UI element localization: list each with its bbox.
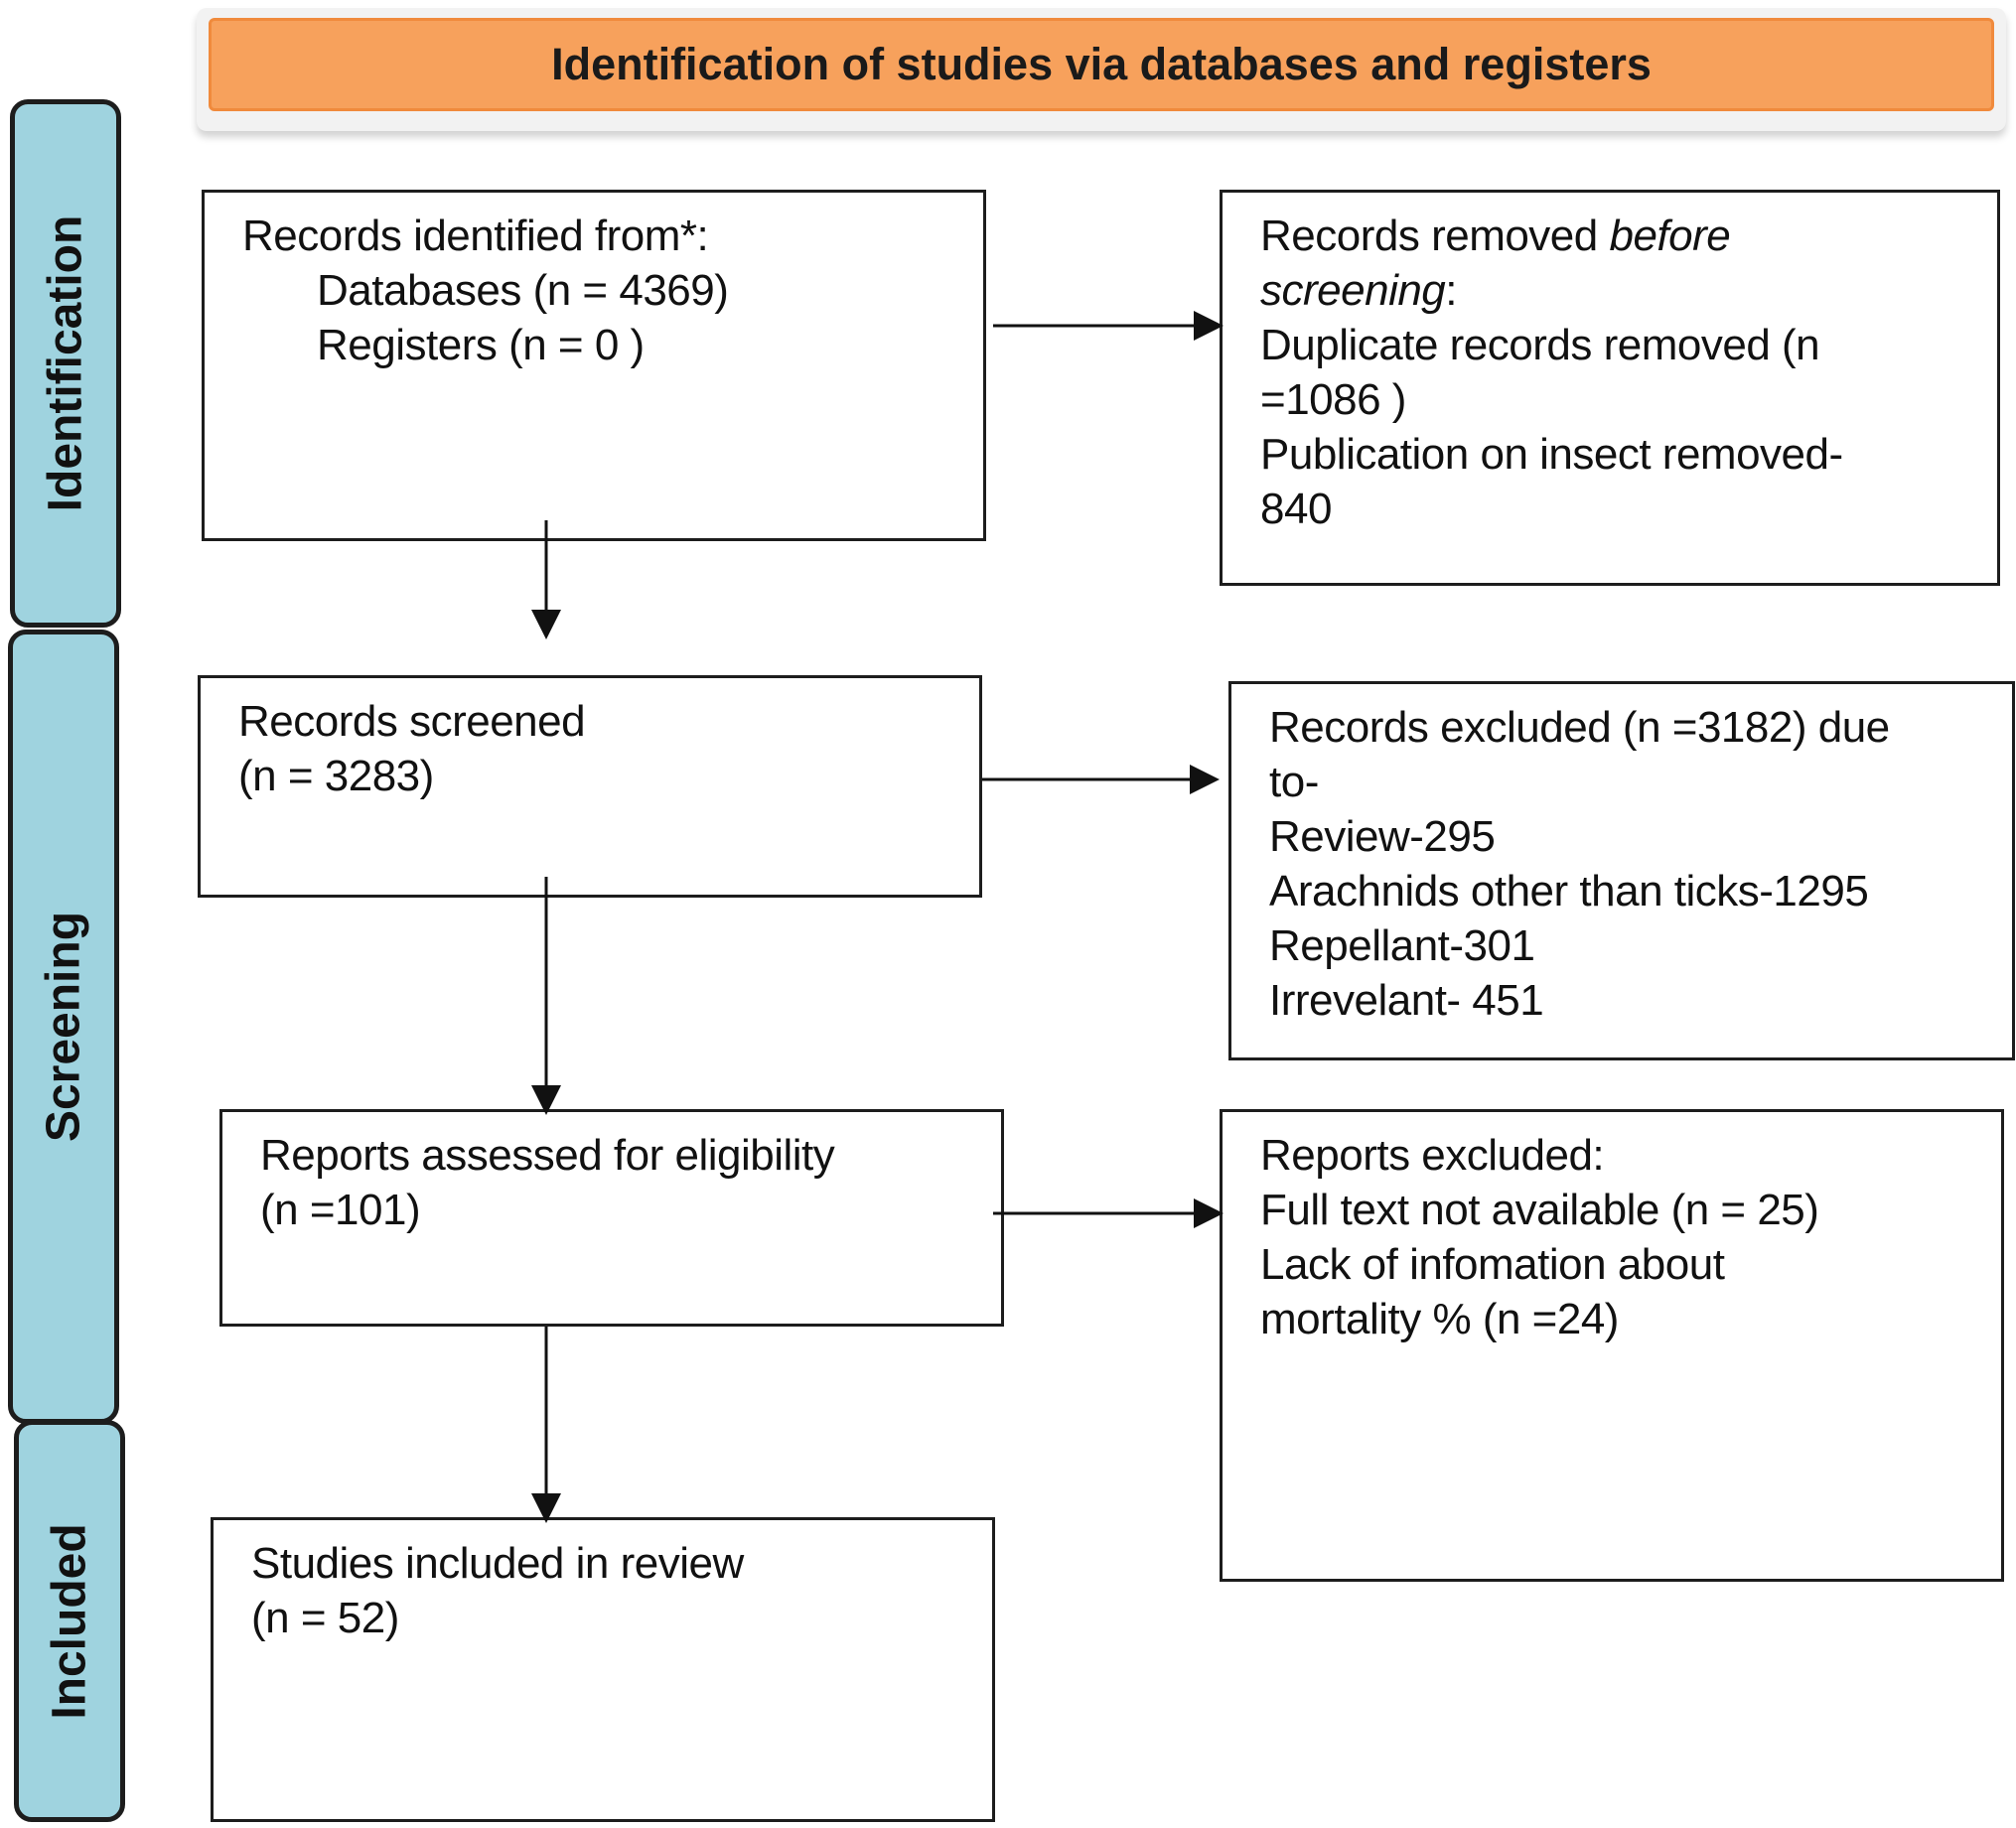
records-removed-subheading: screening:: [1260, 263, 1959, 318]
reports-excluded-lack-info: Lack of infomation about: [1260, 1240, 1725, 1289]
records-screened-box: Records screened (n = 3283): [198, 675, 982, 898]
reports-excluded-mortality: mortality % (n =24): [1260, 1295, 1619, 1343]
records-identified-registers: Registers (n = 0 ): [317, 321, 645, 369]
studies-included-box: Studies included in review (n = 52): [211, 1517, 995, 1822]
records-removed-heading-text: Records removed: [1260, 211, 1610, 260]
records-removed-heading-before: before: [1609, 211, 1731, 260]
records-removed-duplicates: Duplicate records removed (n: [1260, 321, 1820, 369]
records-removed-insect: Publication on insect removed-: [1260, 430, 1843, 479]
records-excluded-arachnids: Arachnids other than ticks-1295: [1269, 867, 1869, 915]
header-banner: Identification of studies via databases …: [197, 8, 2006, 131]
reports-excluded-full-text: Full text not available (n = 25): [1260, 1186, 1819, 1234]
stage-screening: Screening: [8, 630, 119, 1424]
records-screened-count: (n = 3283): [238, 752, 434, 800]
stage-included: Included: [14, 1420, 125, 1822]
records-excluded-irrelevant: Irrevelant- 451: [1269, 976, 1544, 1025]
records-removed-screening: screening: [1260, 266, 1446, 315]
records-identified-heading: Records identified from*:: [242, 211, 709, 260]
reports-excluded-box: Reports excluded: Full text not availabl…: [1220, 1109, 2004, 1582]
records-removed-box: Records removed before screening: Duplic…: [1220, 190, 2000, 586]
header-title: Identification of studies via databases …: [209, 18, 1994, 111]
records-excluded-box: Records excluded (n =3182) due to- Revie…: [1228, 681, 2015, 1060]
records-identified-box: Records identified from*: Databases (n =…: [202, 190, 986, 541]
records-excluded-heading-cont: to-: [1269, 758, 1319, 806]
stage-identification: Identification: [10, 99, 121, 628]
reports-excluded-heading: Reports excluded:: [1260, 1131, 1605, 1180]
records-removed-colon: :: [1445, 266, 1458, 315]
records-removed-duplicates-count: =1086 ): [1260, 375, 1406, 424]
reports-assessed-heading: Reports assessed for eligibility: [260, 1131, 835, 1180]
records-identified-databases: Databases (n = 4369): [317, 266, 729, 315]
reports-assessed-count: (n =101): [260, 1186, 421, 1234]
records-excluded-review: Review-295: [1269, 812, 1496, 861]
reports-assessed-box: Reports assessed for eligibility (n =101…: [219, 1109, 1004, 1327]
records-removed-insect-count: 840: [1260, 485, 1332, 533]
records-excluded-repellant: Repellant-301: [1269, 921, 1535, 970]
studies-included-heading: Studies included in review: [251, 1539, 744, 1588]
studies-included-count: (n = 52): [251, 1594, 399, 1642]
records-excluded-heading: Records excluded (n =3182) due: [1269, 703, 1890, 752]
records-removed-heading: Records removed before: [1260, 209, 1959, 263]
records-screened-heading: Records screened: [238, 697, 586, 746]
